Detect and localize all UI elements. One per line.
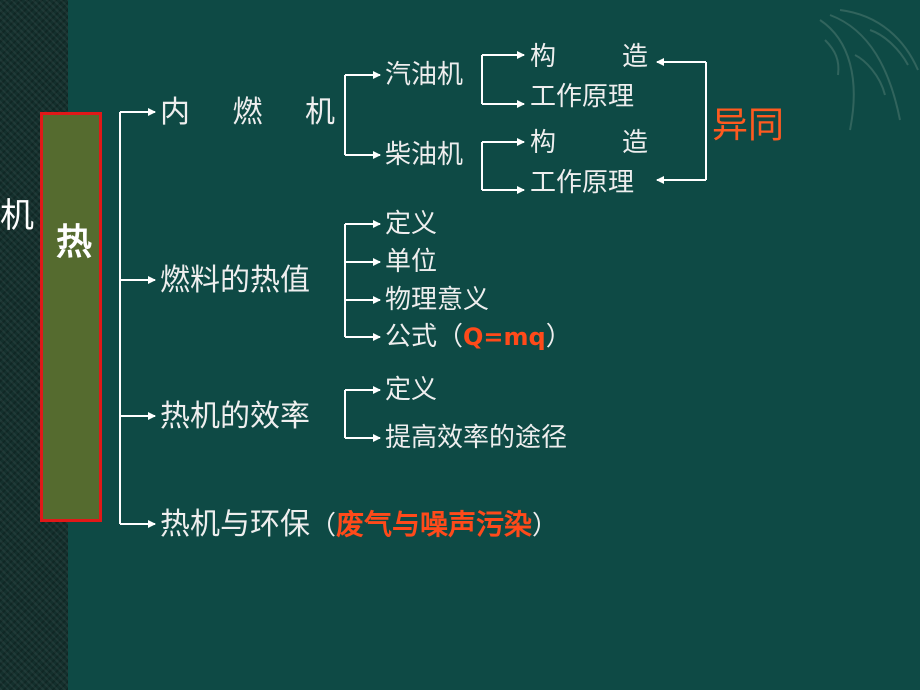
node-fuel-formula: 公式（Q=mq） [385,324,572,350]
paren-open: （ [310,511,337,541]
node-efficiency: 热机的效率 [160,399,310,434]
feather-ornament-icon [819,9,919,131]
node-diesel-structure-char-1: 构 [530,128,557,158]
node-gasoline-structure-char-2: 造 [621,42,648,72]
node-internal-combustion: 内 燃 机 [160,98,335,128]
root-node-label: 热 [55,222,92,263]
node-environment-label: 热机与环保 [160,507,310,542]
formula-suffix: ） [545,322,572,352]
node-efficiency-improve: 提高效率的途径 [385,423,568,453]
formula-expression: Q=mq [463,323,546,351]
node-gasoline-structure: 构 造 [530,44,648,70]
node-fuel-heat-value: 燃料的热值 [160,263,310,298]
side-title: 机 [0,196,34,236]
node-internal-combustion-char-2: 燃 [232,95,263,130]
node-fuel-unit: 单位 [385,247,438,277]
node-gasoline-structure-char-1: 构 [530,42,557,72]
root-node-box: 热 [40,112,102,522]
node-gasoline-principle: 工作原理 [530,82,635,112]
node-diesel-principle: 工作原理 [530,168,635,198]
node-gasoline-engine: 汽油机 [385,60,464,90]
node-diesel-structure: 构 造 [530,130,648,156]
node-internal-combustion-char-3: 机 [305,95,335,130]
pollution-highlight: 废气与噪声污染 [336,508,533,541]
node-fuel-meaning: 物理意义 [385,285,490,315]
compare-label: 异同 [712,105,785,146]
node-fuel-definition: 定义 [385,209,438,239]
node-diesel-structure-char-2: 造 [621,128,648,158]
node-environment: 热机与环保（废气与噪声污染） [160,510,558,540]
node-diesel-engine: 柴油机 [385,140,464,170]
formula-prefix: 公式（ [385,322,464,352]
paren-close: ） [532,511,559,541]
node-internal-combustion-char-1: 内 [160,95,190,130]
node-efficiency-definition: 定义 [385,375,438,405]
